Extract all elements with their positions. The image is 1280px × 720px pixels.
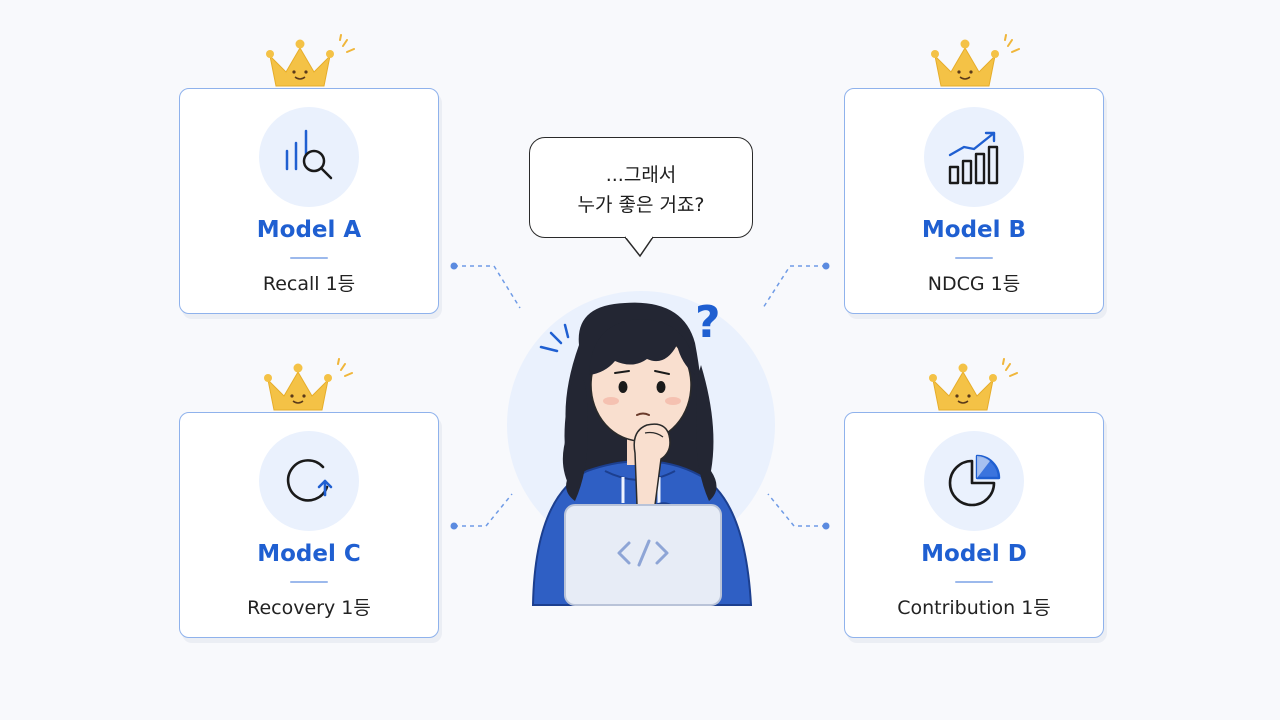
bubble-text-line2: 누가 좋은 거죠? [577,194,705,216]
icon-badge [259,107,359,207]
divider [955,581,993,583]
crown-icon [264,358,353,411]
crown-icon [929,358,1018,411]
connector-dot-d [822,522,830,530]
code-icon [617,539,669,567]
model-name: Model A [256,217,362,243]
connector-c [454,493,513,527]
thinking-girl-illustration: ? [507,291,775,606]
model-name: Model C [257,541,361,567]
divider [290,257,328,259]
model-metric: Recall 1등 [262,273,356,295]
speech-bubble: ...그래서 누가 좋은 거죠? [529,137,753,238]
connector-d [767,493,826,527]
question-mark: ? [695,297,721,348]
model-card-a: Model A Recall 1등 [179,88,439,314]
model-metric: Contribution 1등 [897,597,1051,619]
crown-icon [931,34,1020,87]
crown-icon [266,34,355,87]
hand [633,423,671,506]
divider [290,581,328,583]
bar-chart-search-icon [285,129,333,180]
model-metric: NDCG 1등 [927,273,1021,295]
growth-chart-icon [948,131,999,185]
model-name: Model B [921,217,1027,243]
model-card-d: Model D Contribution 1등 [844,412,1104,638]
confusion-lines-icon [539,323,570,353]
icon-badge [259,431,359,531]
connector-dot-a [450,262,458,270]
model-name: Model D [921,541,1027,567]
connector-dot-c [450,522,458,530]
speech-bubble-tail [625,236,654,258]
model-card-b: Model B NDCG 1등 [844,88,1104,314]
divider [955,257,993,259]
icon-badge [924,107,1024,207]
connector-dot-b [822,262,830,270]
model-card-c: Model C Recovery 1등 [179,412,439,638]
model-metric: Recovery 1등 [247,597,371,619]
connector-b [762,265,826,309]
pie-chart-icon [948,454,1001,507]
icon-badge [924,431,1024,531]
refresh-cycle-icon [286,459,333,502]
connector-a [454,265,521,309]
bubble-text-line1: ...그래서 [605,164,677,186]
